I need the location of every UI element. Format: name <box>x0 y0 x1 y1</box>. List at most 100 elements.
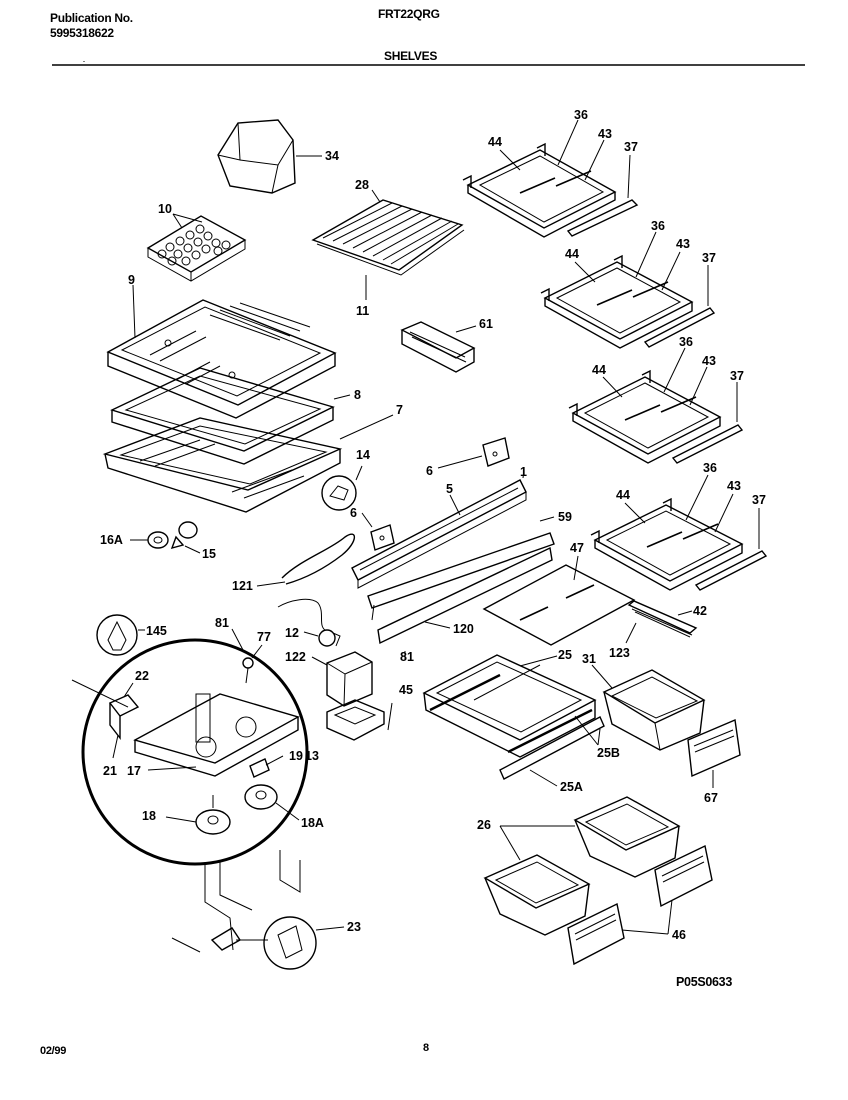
part-10-ice-tray <box>146 215 247 282</box>
callout-11: 11 <box>356 304 369 318</box>
callout-5: 5 <box>446 482 453 496</box>
callout-45: 45 <box>399 683 413 697</box>
part-31-crisper <box>602 669 706 751</box>
callout-36-r2: 36 <box>651 219 665 233</box>
callout-42: 42 <box>693 604 707 618</box>
callout-37-r2: 37 <box>702 251 716 265</box>
part-77-screw <box>242 657 254 684</box>
callout-25B: 25B <box>597 746 620 760</box>
callout-36-r1: 36 <box>574 108 588 122</box>
callout-6-upper: 6 <box>426 464 433 478</box>
callout-61: 61 <box>479 317 493 331</box>
crisper-shelf-4 <box>590 497 768 591</box>
callout-47: 47 <box>570 541 584 555</box>
callout-46: 46 <box>672 928 686 942</box>
callout-25: 25 <box>558 648 572 662</box>
callout-43-r1: 43 <box>598 127 612 141</box>
part-28-wire-shelf <box>311 199 465 276</box>
callout-81-upper: 81 <box>215 616 229 630</box>
callout-44-r1: 44 <box>488 135 502 149</box>
crisper-shelf-3 <box>568 369 744 464</box>
callout-43-r4: 43 <box>727 479 741 493</box>
part-145-detail <box>96 614 138 656</box>
callout-43-r3: 43 <box>702 354 716 368</box>
part-121-tube <box>281 533 356 585</box>
callout-26: 26 <box>477 818 491 832</box>
callout-25A: 25A <box>560 780 583 794</box>
callout-67: 67 <box>704 791 718 805</box>
part-9-freezer-shelf <box>106 299 337 419</box>
callout-8: 8 <box>354 388 361 402</box>
callout-6-lower: 6 <box>350 506 357 520</box>
callout-13: 13 <box>305 749 319 763</box>
part-46-panel-lower <box>567 902 625 966</box>
part-7-shelf-pan <box>102 417 343 513</box>
callout-22: 22 <box>135 669 149 683</box>
callout-37-r4: 37 <box>752 493 766 507</box>
section-title: SHELVES <box>384 49 438 63</box>
callout-14: 14 <box>356 448 370 462</box>
callout-18A: 18A <box>301 816 324 830</box>
part-19-clip <box>249 758 270 778</box>
figure-code: P05S0633 <box>676 975 732 989</box>
callout-120: 120 <box>453 622 474 636</box>
crisper-shelf-2 <box>540 254 716 349</box>
part-25-drawer-assembly <box>422 654 605 780</box>
part-26-pan-upper <box>573 796 681 878</box>
publication-number: 5995318622 <box>50 26 114 40</box>
footer-date: 02/99 <box>40 1045 67 1057</box>
callout-9: 9 <box>128 273 135 287</box>
callout-16A: 16A <box>100 533 123 547</box>
callout-43-r2: 43 <box>676 237 690 251</box>
callout-10: 10 <box>158 202 172 216</box>
part-22-valve <box>108 694 140 741</box>
part-23-detail <box>263 916 317 970</box>
callout-23: 23 <box>347 920 361 934</box>
callout-36-r4: 36 <box>703 461 717 475</box>
callout-122: 122 <box>285 650 306 664</box>
callout-31: 31 <box>582 652 596 666</box>
part-17-tray-housing <box>133 693 300 777</box>
part-5-rail <box>351 479 527 589</box>
model-number: FRT22QRG <box>378 7 440 21</box>
callout-81-lower: 81 <box>400 650 414 664</box>
part-15-lamp <box>170 521 198 550</box>
part-42-cover <box>627 600 698 638</box>
part-16A-holder <box>147 531 169 549</box>
part-6-bracket-upper <box>482 437 510 467</box>
cabinet-bottom-detail <box>171 850 301 953</box>
callout-37-r3: 37 <box>730 369 744 383</box>
callout-37-r1: 37 <box>624 140 638 154</box>
callout-1: 1 <box>520 465 527 479</box>
part-122-housing <box>326 651 385 741</box>
callout-44-r2: 44 <box>565 247 579 261</box>
publication-label: Publication No. <box>50 11 133 25</box>
callout-18: 18 <box>142 809 156 823</box>
part-120-rail <box>367 532 555 645</box>
callout-123: 123 <box>609 646 630 660</box>
part-46-panel-upper <box>654 844 713 908</box>
callout-145: 145 <box>146 624 167 638</box>
callout-7: 7 <box>396 403 403 417</box>
callout-77: 77 <box>257 630 271 644</box>
callout-28: 28 <box>355 178 369 192</box>
part-12-lamp <box>318 629 341 647</box>
callout-44-r4: 44 <box>616 488 630 502</box>
callout-36-r3: 36 <box>679 335 693 349</box>
part-14-clip-detail <box>321 475 357 511</box>
callout-12: 12 <box>285 626 299 640</box>
icemaker-detail-circle <box>81 638 309 866</box>
part-18-gear <box>195 795 231 835</box>
callout-121: 121 <box>232 579 253 593</box>
callout-34: 34 <box>325 149 339 163</box>
callout-44-r3: 44 <box>592 363 606 377</box>
part-6-bracket-lower <box>370 524 395 551</box>
callout-labels: 34 28 10 11 9 8 7 14 6 6 5 1 59 16A 15 1… <box>100 108 766 942</box>
part-8-shelf-frame <box>110 367 335 465</box>
callout-17: 17 <box>127 764 141 778</box>
callout-59: 59 <box>558 510 572 524</box>
callout-19: 19 <box>289 749 303 763</box>
callout-21: 21 <box>103 764 117 778</box>
callout-15: 15 <box>202 547 216 561</box>
part-26-pan-lower <box>483 854 591 936</box>
